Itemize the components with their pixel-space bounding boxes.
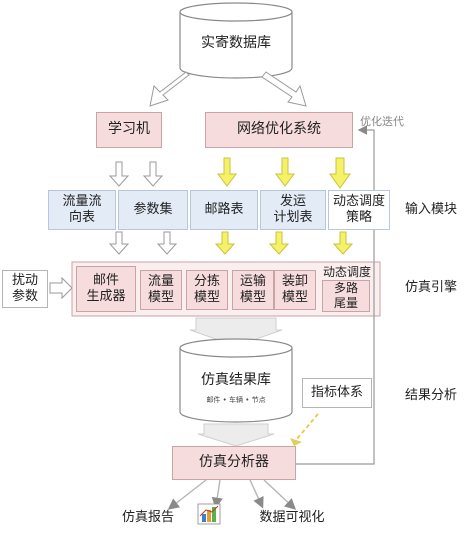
dispatch-title: 动态调度	[322, 264, 371, 279]
inputs-down-arrows	[108, 231, 354, 255]
output-visual-label: 数据可视化	[259, 509, 325, 525]
side-label-input: 输入模块	[404, 201, 457, 217]
metrics-dashed-arrow	[290, 413, 319, 446]
input-dynamic-strategy: 动态调度 策略	[328, 190, 390, 230]
dispatch-multiroute-box: 多路 尾量	[322, 280, 370, 312]
db-real-label: 实寄数据库	[201, 35, 271, 52]
side-label-engine: 仿真引擎	[404, 279, 457, 295]
output-arrows	[167, 479, 297, 510]
disturb-params-box: 扰动 参数	[2, 270, 48, 308]
side-label-analysis: 结果分析	[404, 387, 457, 403]
db-to-network-arrow	[261, 71, 307, 107]
learner-box: 学习机	[96, 112, 162, 148]
results-to-analyzer-arrow	[197, 423, 275, 447]
model-sorting: 分拣 模型	[186, 270, 228, 310]
model-flow: 流量 模型	[140, 270, 182, 310]
model-loading: 装卸 模型	[274, 270, 316, 310]
metrics-box: 指标体系	[302, 378, 372, 408]
engine-to-results-arrow	[189, 317, 283, 347]
report-chart-icon	[197, 503, 221, 525]
db-real-cylinder	[179, 2, 293, 79]
learner-down-arrows	[108, 161, 164, 187]
sim-db-label: 仿真结果库	[201, 372, 271, 389]
input-dispatch-plan: 发运 计划表	[260, 190, 326, 230]
model-transport: 运输 模型	[232, 270, 274, 310]
feedback-label: 优化迭代	[360, 115, 404, 129]
output-report-label: 仿真报告	[121, 509, 174, 525]
network-opt-box: 网络优化系统	[205, 112, 353, 148]
sim-db-sublabel: 邮件 • 车辆 • 节点	[206, 395, 266, 404]
sim-db-cylinder	[179, 338, 293, 423]
mail-generator-box: 邮件 生成器	[76, 266, 136, 312]
network-yellow-arrows	[217, 157, 351, 189]
db-to-learner-arrow	[149, 71, 190, 107]
sim-analyzer-box: 仿真分析器	[172, 446, 296, 480]
feedback-loop-line	[296, 125, 375, 465]
disturb-arrow	[49, 276, 73, 300]
input-route-table: 邮路表	[190, 190, 258, 230]
input-param-set: 参数集	[118, 190, 188, 230]
input-flow-table: 流量流 向表	[48, 190, 116, 230]
